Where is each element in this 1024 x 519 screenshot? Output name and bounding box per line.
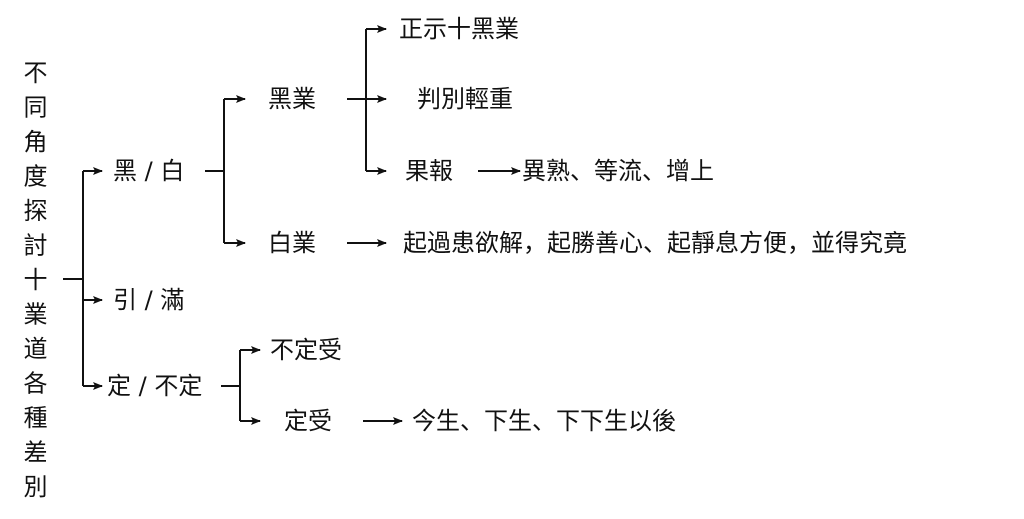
node-projecting-completing: 引 / 滿 bbox=[113, 286, 185, 314]
node-black-karma: 黑業 bbox=[268, 85, 316, 113]
node-fixed-receive: 定受 bbox=[284, 407, 332, 435]
node-black-white: 黑 / 白 bbox=[113, 157, 185, 185]
node-fixed-unfixed: 定 / 不定 bbox=[107, 372, 203, 400]
node-ten-black-karma: 正示十黑業 bbox=[399, 15, 519, 43]
node-result-types: 異熟、等流、增上 bbox=[522, 157, 714, 185]
node-judge-weight: 判別輕重 bbox=[417, 85, 513, 113]
node-unfixed-receive: 不定受 bbox=[270, 336, 342, 364]
node-result: 果報 bbox=[405, 157, 453, 185]
node-white-karma: 白業 bbox=[268, 229, 316, 257]
node-white-result: 起過患欲解，起勝善心、起靜息方便，並得究竟 bbox=[403, 229, 907, 257]
root-label: 不同角度探討十業道各種差別 bbox=[19, 60, 47, 509]
node-fixed-result: 今生、下生、下下生以後 bbox=[412, 407, 676, 435]
